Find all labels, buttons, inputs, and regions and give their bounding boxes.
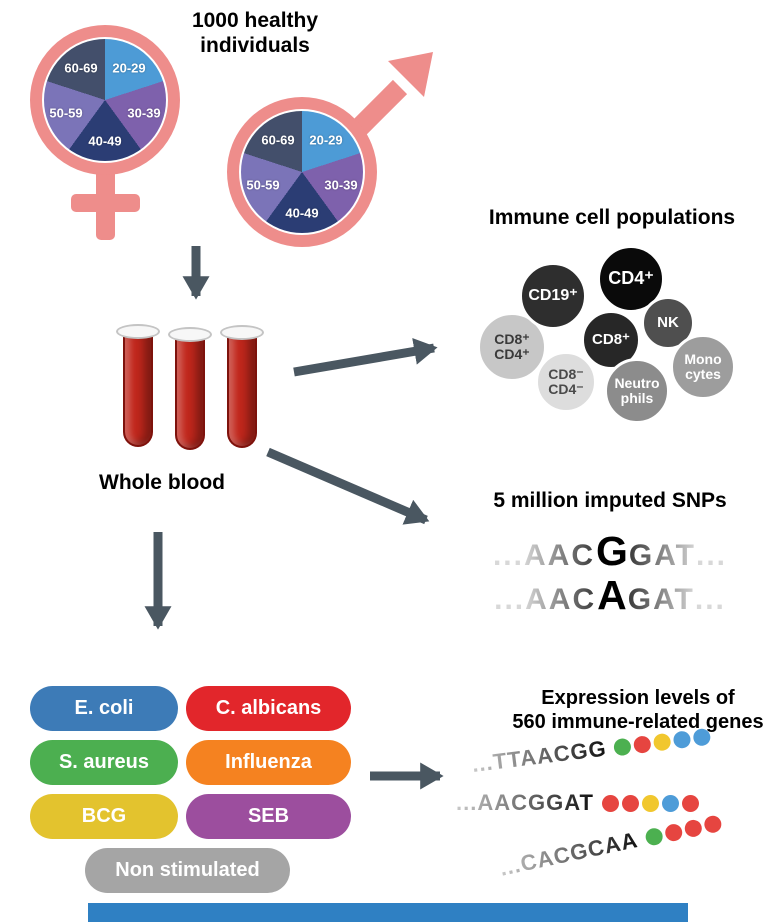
male-pie-label-20-29: 20-29 [309,132,343,148]
female-pie-label-60-69: 60-69 [64,60,98,76]
snp-left: AAC [523,539,595,572]
stimulus-s-aureus: S. aureus [30,740,178,785]
tube-cap [168,327,212,342]
cell-label: CD8⁺ [592,330,630,348]
female-pie-label-20-29: 20-29 [112,60,146,76]
gene-row-2: ...AACGGAT [456,790,699,816]
male-age-pie [239,109,365,235]
female-pie-label-40-49: 40-49 [88,133,122,149]
male-pie-label-50-59: 50-59 [246,177,280,193]
snp-left: AAC [525,583,597,616]
ellipsis: ... [494,583,526,616]
tube-blood [123,333,153,447]
cell-label: NK [657,313,679,331]
cell-label: Mono [684,350,722,367]
snp-allele: G [595,528,628,574]
stimulus-bcg: BCG [30,794,178,839]
expression-heading-line2: 560 immune-related genes [512,711,764,733]
snp-sequence-alt: ... AAC A GAT ... [470,572,750,619]
cell-label: CD4⁻ [548,381,584,397]
snp-right: GAT [628,539,696,572]
stimulus-e-coli: E. coli [30,686,178,731]
immune-cells-heading: Immune cell populations [488,206,736,229]
female-pie-label-50-59: 50-59 [49,105,83,121]
tube-cap [220,325,264,340]
stimulus-non-stimulated: Non stimulated [85,848,290,893]
cell-label: CD4⁺ [608,268,654,289]
tube-blood [227,334,257,448]
stimulus-influenza: Influenza [186,740,351,785]
male-pie-label-30-39: 30-39 [324,177,358,193]
cell-label: cytes [685,366,721,382]
snps-heading: 5 million imputed SNPs [493,489,727,512]
cell-label: CD8⁺ [494,330,530,347]
tube-cap [116,324,160,339]
gene-sequence: ...CACGCAA [497,827,641,881]
female-pie-label-30-39: 30-39 [127,105,161,121]
arrow-blood-to-cells-icon [293,338,438,377]
cell-neutrophils: Neutro phils [604,358,670,424]
ellipsis: ... [492,539,524,572]
gene-sequence: ...TTAACGG [470,735,608,777]
cell-monocytes: Mono cytes [670,334,736,400]
cell-label: Neutro [614,374,660,391]
blood-tube [116,324,160,452]
whole-blood-label: Whole blood [99,471,225,494]
stimulus-seb: SEB [186,794,351,839]
cell-cd19: CD19⁺ [519,262,587,330]
expression-heading-line1: Expression levels of [541,687,735,709]
expression-dots [599,794,699,812]
male-arrow-icon [348,52,433,140]
expression-dots [641,813,723,847]
male-pie-label-60-69: 60-69 [261,132,295,148]
gene-sequence: ...AACGGAT [456,790,594,815]
cell-label: CD8⁻ [548,365,584,382]
tube-blood [175,336,205,450]
expression-heading: Expression levels of 560 immune-related … [478,686,771,734]
blood-tube [220,325,264,453]
snp-allele: A [597,572,627,618]
title-line1: 1000 healthy [191,9,319,32]
cell-label: phils [620,390,654,406]
male-pie-label-40-49: 40-49 [285,205,319,221]
stimulus-c-albicans: C. albicans [186,686,351,731]
cell-label: CD4⁺ [494,346,530,362]
figure-title: 1000 healthy individuals [155,8,355,58]
arrow-blood-to-snps-icon [266,447,430,525]
female-age-pie [42,37,168,163]
blood-tube [168,327,212,455]
ellipsis: ... [694,583,726,616]
ellipsis: ... [696,539,728,572]
female-cross-horizontal-icon [71,194,140,212]
cell-label: CD19⁺ [528,287,578,305]
gene-row-3: ...CACGCAA [497,809,723,881]
snp-sequence-ref: ... AAC G GAT ... [470,528,750,575]
cell-cd8neg-cd4neg: CD8⁻ CD4⁻ [535,351,597,413]
snp-right: GAT [627,583,695,616]
bottom-banner [88,903,688,922]
title-line2: individuals [200,34,310,57]
